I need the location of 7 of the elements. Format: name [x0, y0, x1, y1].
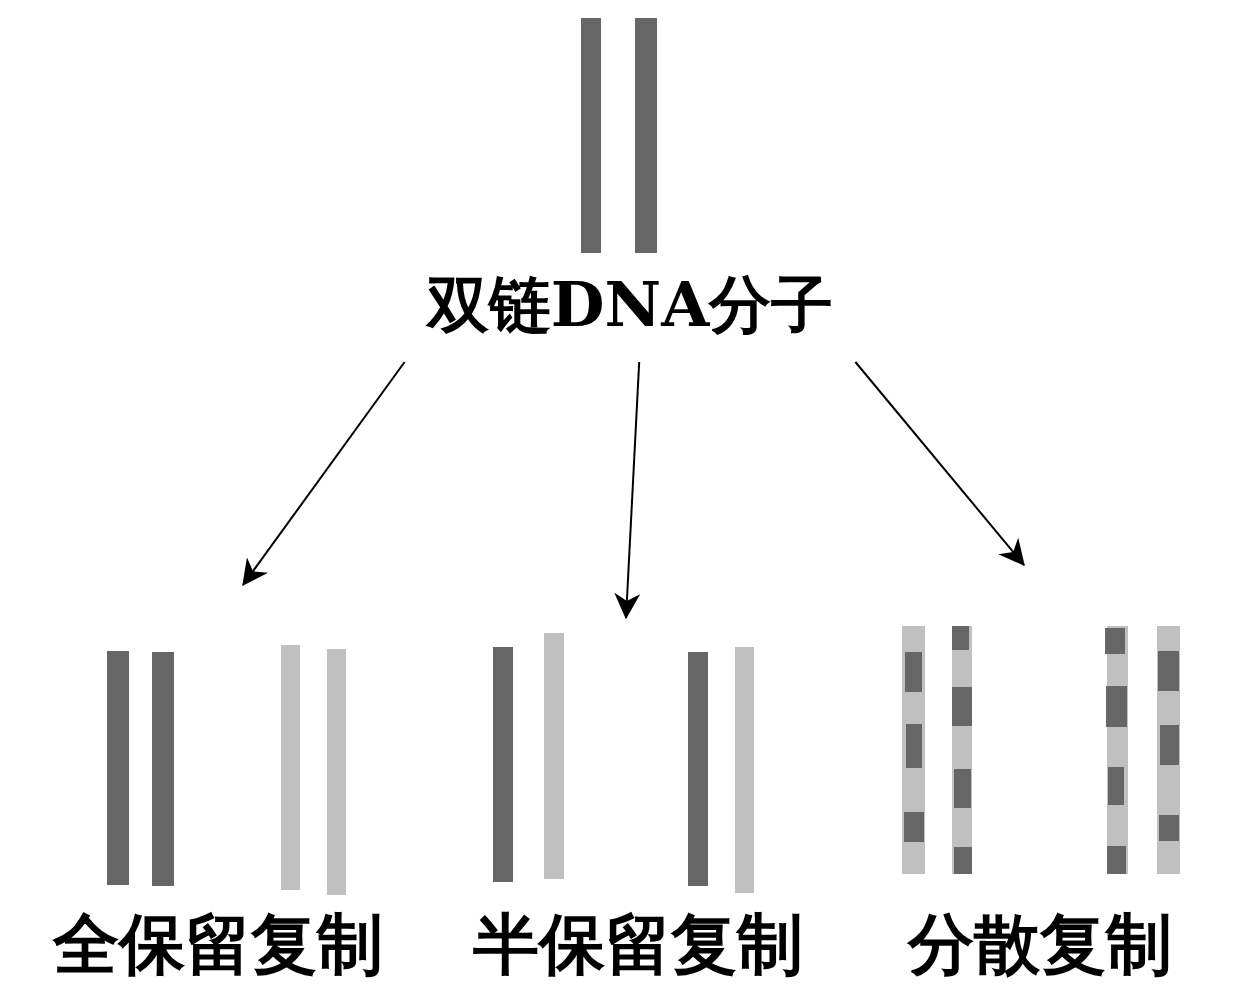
replication-label: 半保留复制	[472, 911, 803, 977]
molecule-label: 双链DNA分子	[426, 274, 834, 336]
arrow	[854, 361, 1025, 566]
replication-label: 分散复制	[908, 911, 1172, 977]
arrow	[614, 361, 641, 620]
arrow	[242, 361, 406, 587]
replication-label: 全保留复制	[52, 911, 383, 977]
